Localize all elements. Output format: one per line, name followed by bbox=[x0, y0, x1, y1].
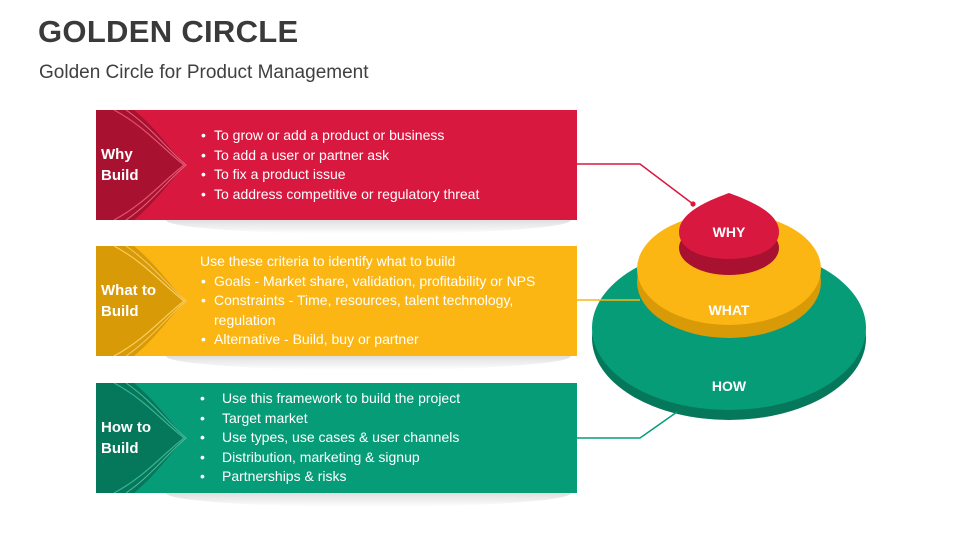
why-bullet-3: To fix a product issue bbox=[200, 165, 567, 185]
how-bullet-1: Use this framework to build the project bbox=[200, 389, 567, 409]
what-tab-chevron-graphic bbox=[96, 246, 188, 356]
what-bullet-list: Goals - Market share, validation, profit… bbox=[200, 272, 567, 350]
how-band-tab: How to Build bbox=[96, 383, 188, 493]
what-lead-text: Use these criteria to identify what to b… bbox=[200, 253, 456, 270]
why-connector-line bbox=[577, 163, 694, 205]
what-tab-label: What to Build bbox=[101, 246, 181, 356]
how-bullet-2: Target market bbox=[200, 409, 567, 429]
how-band-content: Use this framework to build the project … bbox=[200, 383, 567, 493]
why-tab-label-line1: Why bbox=[101, 146, 133, 163]
what-band-shadow bbox=[166, 356, 571, 370]
why-build-band: Why Build To grow or add a product or bu… bbox=[96, 110, 577, 234]
why-bullet-1: To grow or add a product or business bbox=[200, 126, 567, 146]
why-bullet-4: To address competitive or regulatory thr… bbox=[200, 185, 567, 205]
why-band-shadow bbox=[166, 220, 571, 234]
how-ring-side bbox=[592, 256, 866, 420]
page-subtitle: Golden Circle for Product Management bbox=[39, 62, 369, 83]
what-tab-label-line2: Build bbox=[101, 303, 139, 320]
how-bullet-3: Use types, use cases & user channels bbox=[200, 428, 567, 448]
why-bullet-list: To grow or add a product or business To … bbox=[200, 126, 567, 204]
what-bullet-1: Goals - Market share, validation, profit… bbox=[200, 272, 567, 292]
how-connector-line bbox=[577, 411, 678, 439]
why-connector-dot bbox=[690, 201, 696, 207]
how-bullet-list: Use this framework to build the project … bbox=[200, 389, 567, 487]
what-to-build-band: What to Build Use these criteria to iden… bbox=[96, 246, 577, 370]
why-bullet-2: To add a user or partner ask bbox=[200, 146, 567, 166]
what-bullet-3: Alternative - Build, buy or partner bbox=[200, 330, 567, 350]
why-band-content: To grow or add a product or business To … bbox=[200, 110, 567, 220]
why-tab-label-line2: Build bbox=[101, 167, 139, 184]
how-bullet-5: Partnerships & risks bbox=[200, 467, 567, 487]
how-tab-label-line2: Build bbox=[101, 440, 139, 457]
why-ring-label: WHY bbox=[712, 224, 746, 240]
why-tab-label: Why Build bbox=[101, 110, 181, 220]
what-band-content: Use these criteria to identify what to b… bbox=[200, 246, 567, 356]
what-ring-side bbox=[637, 226, 821, 338]
how-tab-chevron-graphic bbox=[96, 383, 188, 493]
why-tab-chevron-graphic bbox=[96, 110, 188, 220]
what-bullet-2: Constraints - Time, resources, talent te… bbox=[200, 291, 567, 330]
how-to-build-band: How to Build Use this framework to build… bbox=[96, 383, 577, 507]
how-ring-label: HOW bbox=[711, 378, 747, 394]
how-band-shadow bbox=[166, 493, 571, 507]
what-band-tab: What to Build bbox=[96, 246, 188, 356]
how-bullet-4: Distribution, marketing & signup bbox=[200, 448, 567, 468]
what-ring-label: WHAT bbox=[708, 302, 750, 318]
what-tab-label-line1: What to bbox=[101, 282, 156, 299]
how-tab-label-line1: How to bbox=[101, 419, 151, 436]
how-tab-label: How to Build bbox=[101, 383, 181, 493]
why-band-tab: Why Build bbox=[96, 110, 188, 220]
page-title: GOLDEN CIRCLE bbox=[38, 14, 299, 49]
